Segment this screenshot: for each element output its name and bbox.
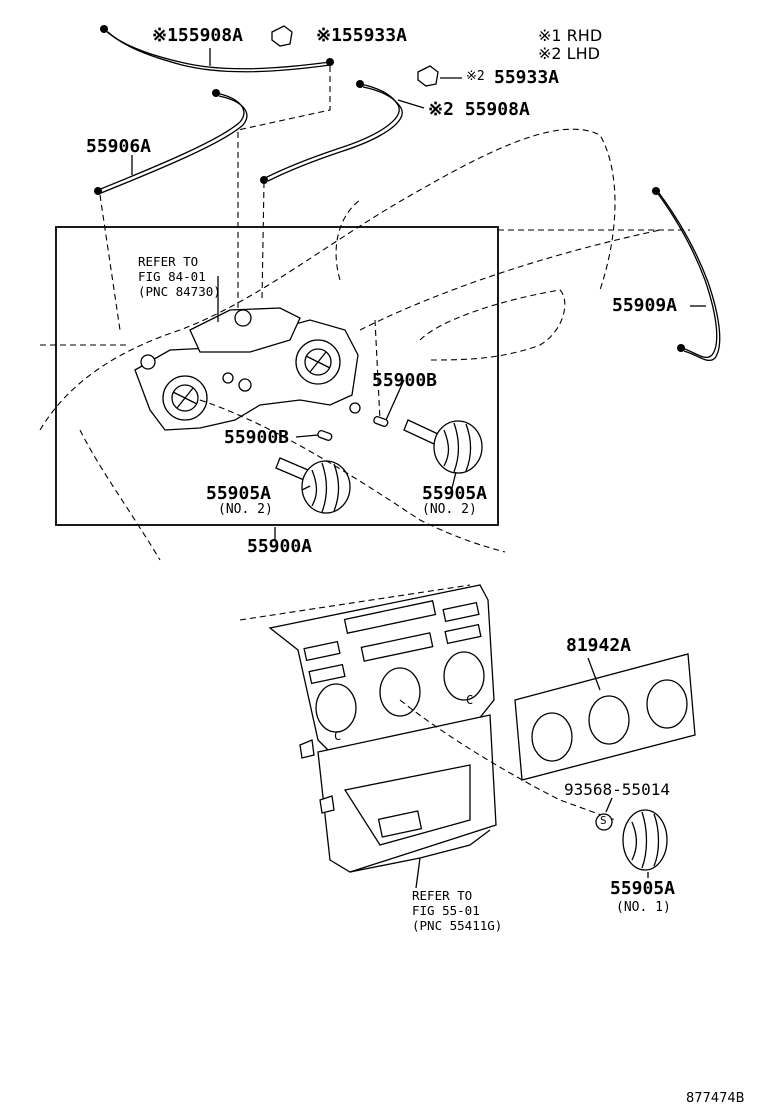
ref1-line2: FIG 84-01 bbox=[138, 269, 206, 284]
label-55905A-right: 55905A bbox=[422, 483, 488, 504]
washer-93568-55014 bbox=[595, 813, 613, 831]
control-unit-55900A bbox=[134, 307, 361, 431]
note-lhd: ※2 LHD bbox=[538, 44, 600, 63]
dashboard-outline bbox=[39, 128, 661, 561]
label-2-55908A: ※2 55908A bbox=[428, 99, 530, 120]
knob-55905A-right bbox=[403, 419, 483, 474]
knob-55905A-bottom bbox=[622, 809, 668, 871]
cable-55909A bbox=[652, 187, 721, 362]
washer-symbol-icon: S bbox=[600, 814, 607, 827]
clamp-155933A bbox=[271, 25, 293, 47]
label-55900A: 55900A bbox=[247, 536, 313, 557]
cable-55906A bbox=[94, 89, 248, 195]
label-55909A: 55909A bbox=[612, 295, 678, 316]
label-2-55933A-mark: ※2 bbox=[466, 69, 485, 84]
label-2-55933A: 55933A bbox=[494, 67, 560, 88]
ref1-line3: (PNC 84730) bbox=[138, 284, 221, 299]
label-55900B-lower: 55900B bbox=[224, 427, 290, 448]
ref2-line1: REFER TO bbox=[412, 888, 473, 903]
panel-mark-icon-left: C bbox=[334, 729, 342, 743]
label-55905A-bottom: 55905A bbox=[610, 878, 676, 899]
label-55905A-left: 55905A bbox=[206, 483, 272, 504]
label-155908A: ※155908A bbox=[152, 25, 243, 46]
panel-mark-icon-right: C bbox=[466, 693, 474, 707]
ref1-line1: REFER TO bbox=[138, 254, 199, 269]
figure-id: 877474B bbox=[686, 1091, 745, 1106]
ref2-line2: FIG 55-01 bbox=[412, 903, 480, 918]
assembly-box bbox=[55, 226, 499, 526]
label-55905A-bottom-sub: (NO. 1) bbox=[616, 900, 671, 915]
bezel-81942A bbox=[514, 653, 696, 781]
pin-55900B-upper bbox=[373, 415, 389, 427]
label-93568-55014: 93568-55014 bbox=[564, 780, 670, 799]
cable-2-55908A bbox=[260, 80, 403, 184]
note-rhd: ※1 RHD bbox=[538, 26, 603, 45]
label-55906A: 55906A bbox=[86, 136, 152, 157]
pin-55900B-lower bbox=[317, 429, 333, 441]
clamp-2-55933A bbox=[417, 65, 439, 87]
label-81942A: 81942A bbox=[566, 635, 632, 656]
ref2-line3: (PNC 55411G) bbox=[412, 918, 503, 933]
label-55905A-right-sub: (NO. 2) bbox=[422, 502, 477, 517]
label-155933A: ※155933A bbox=[316, 25, 407, 46]
label-55905A-left-sub: (NO. 2) bbox=[218, 502, 273, 517]
cable-155908A bbox=[100, 25, 334, 73]
knob-55905A-left bbox=[275, 457, 351, 514]
center-cluster-panel bbox=[268, 584, 497, 873]
label-55900B-upper: 55900B bbox=[372, 370, 438, 391]
